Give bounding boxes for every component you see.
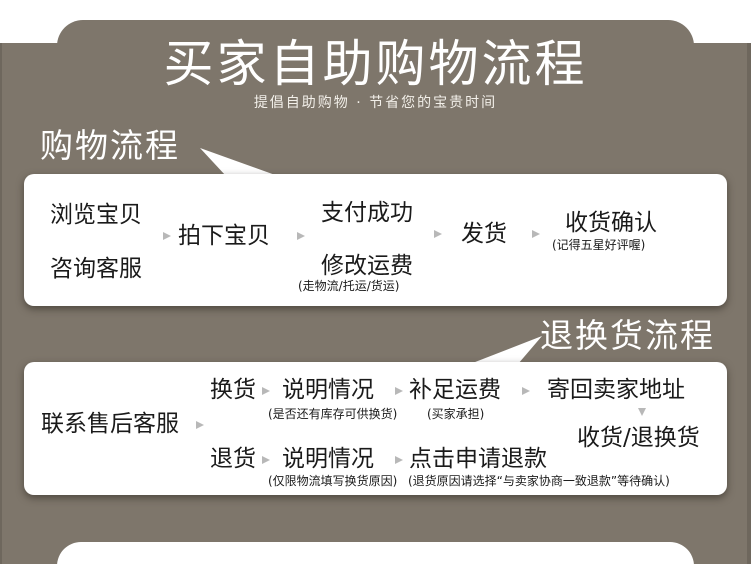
step-contact-service: 联系售后客服: [41, 411, 179, 437]
step-receive-return: 收货/退换货: [577, 425, 700, 451]
step-modify-shipping: 修改运费: [321, 253, 413, 279]
step-order: 拍下宝贝: [178, 223, 270, 249]
return-flow-heading: 退换货流程: [540, 316, 715, 355]
arrow-right-icon: [163, 232, 171, 240]
page-title: 买家自助购物流程: [163, 35, 588, 93]
arrow-right-icon: [297, 232, 305, 240]
page-subtitle: 提倡自助购物 · 节省您的宝贵时间: [253, 95, 498, 111]
shopping-flow-card: 浏览宝贝 咨询客服 拍下宝贝 支付成功 修改运费 (走物流/托运/货运) 发货 …: [24, 174, 727, 306]
step-exchange-explain-note: (是否还有库存可供换货): [268, 407, 398, 421]
step-exchange-shipping-note: (买家承担): [427, 407, 485, 421]
step-send-back: 寄回卖家地址: [547, 377, 685, 403]
arrow-right-icon: [395, 456, 403, 464]
step-refund: 退货: [210, 446, 256, 472]
step-refund-explain: 说明情况: [282, 446, 374, 472]
step-confirm-note: (记得五星好评喔): [552, 238, 646, 252]
step-exchange-explain: 说明情况: [282, 377, 374, 403]
return-flow-card: 联系售后客服 换货 说明情况 (是否还有库存可供换货) 补足运费 (买家承担) …: [24, 362, 727, 495]
step-apply-refund-note: (退货原因请选择“与卖家协商一致退款”等待确认): [408, 474, 670, 488]
step-pay: 支付成功: [321, 200, 413, 226]
step-exchange-shipping: 补足运费: [409, 377, 501, 403]
arrow-right-icon: [434, 230, 442, 238]
arrow-down-icon: [638, 408, 646, 416]
speech-bubble-tail: [470, 336, 542, 364]
arrow-right-icon: [262, 387, 270, 395]
step-confirm: 收货确认: [565, 210, 657, 236]
arrow-right-icon: [522, 387, 530, 395]
step-consult: 咨询客服: [50, 256, 142, 282]
step-modify-shipping-note: (走物流/托运/货运): [298, 279, 400, 293]
speech-bubble-tail: [200, 148, 278, 176]
shopping-flow-heading: 购物流程: [40, 126, 180, 165]
arrow-right-icon: [532, 230, 540, 238]
bottom-card: [57, 542, 694, 582]
step-exchange: 换货: [210, 377, 256, 403]
step-apply-refund: 点击申请退款: [409, 446, 547, 472]
step-refund-explain-note: (仅限物流填写换货原因): [268, 474, 398, 488]
arrow-right-icon: [196, 421, 204, 429]
arrow-right-icon: [262, 456, 270, 464]
step-ship: 发货: [461, 221, 507, 247]
step-browse: 浏览宝贝: [50, 202, 142, 228]
arrow-right-icon: [395, 387, 403, 395]
